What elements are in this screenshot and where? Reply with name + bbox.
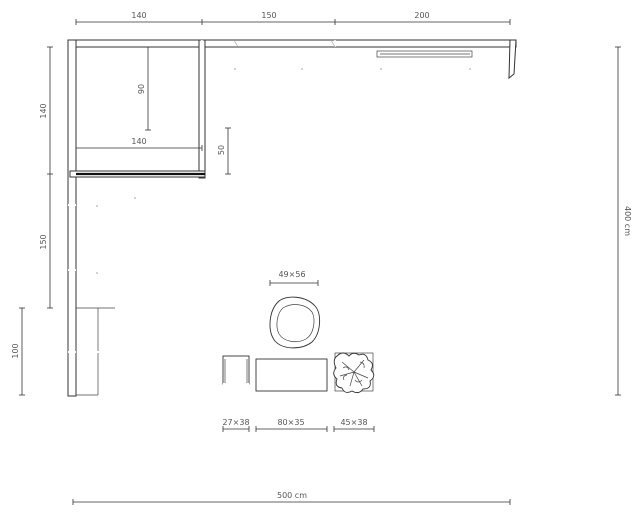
- armchair-label: 49×56: [278, 270, 305, 279]
- mark-a: [234, 68, 236, 70]
- right-wall-end: [508, 39, 517, 80]
- side-table-label: 27×38: [222, 418, 249, 427]
- top-wall: [69, 39, 517, 48]
- plant: [333, 352, 375, 394]
- mark-c: [380, 68, 382, 70]
- dim-left-2: 150: [39, 234, 48, 249]
- mark-e: [96, 205, 98, 207]
- dim-top-1: 140: [131, 11, 146, 20]
- mark-d: [469, 68, 471, 70]
- dim-left-3: 100: [11, 343, 20, 358]
- coffee-table: [255, 358, 328, 392]
- side-table: [222, 355, 250, 385]
- armchair: [269, 296, 320, 349]
- dim-alcove-width: 140: [131, 137, 146, 146]
- plant-label: 45×38: [340, 418, 367, 427]
- mark-f: [134, 197, 136, 199]
- alcove-partition: [198, 39, 206, 179]
- dim-top-2: 150: [261, 11, 276, 20]
- mark-g: [96, 272, 98, 274]
- joint-3: [233, 39, 239, 48]
- dim-left-1: 140: [39, 103, 48, 118]
- joint-4: [330, 39, 336, 48]
- mark-b: [301, 68, 303, 70]
- furniture: [222, 296, 375, 394]
- left-wall: [67, 39, 77, 397]
- dim-alcove-depth: 90: [137, 84, 146, 94]
- dim-total-width: 500 cm: [277, 491, 307, 500]
- dimension-labels: 140 150 200 140 150 100 90 140 50 500 cm…: [11, 9, 632, 501]
- bottom-left-door: [76, 307, 115, 396]
- dim-top-3: 200: [414, 11, 429, 20]
- dim-partition: 50: [217, 145, 226, 155]
- walls: [67, 39, 517, 397]
- dim-total-height: 400 cm: [623, 206, 632, 236]
- dimension-lines: [19, 19, 621, 505]
- radiator: [376, 50, 473, 58]
- coffee-table-label: 80×35: [277, 418, 304, 427]
